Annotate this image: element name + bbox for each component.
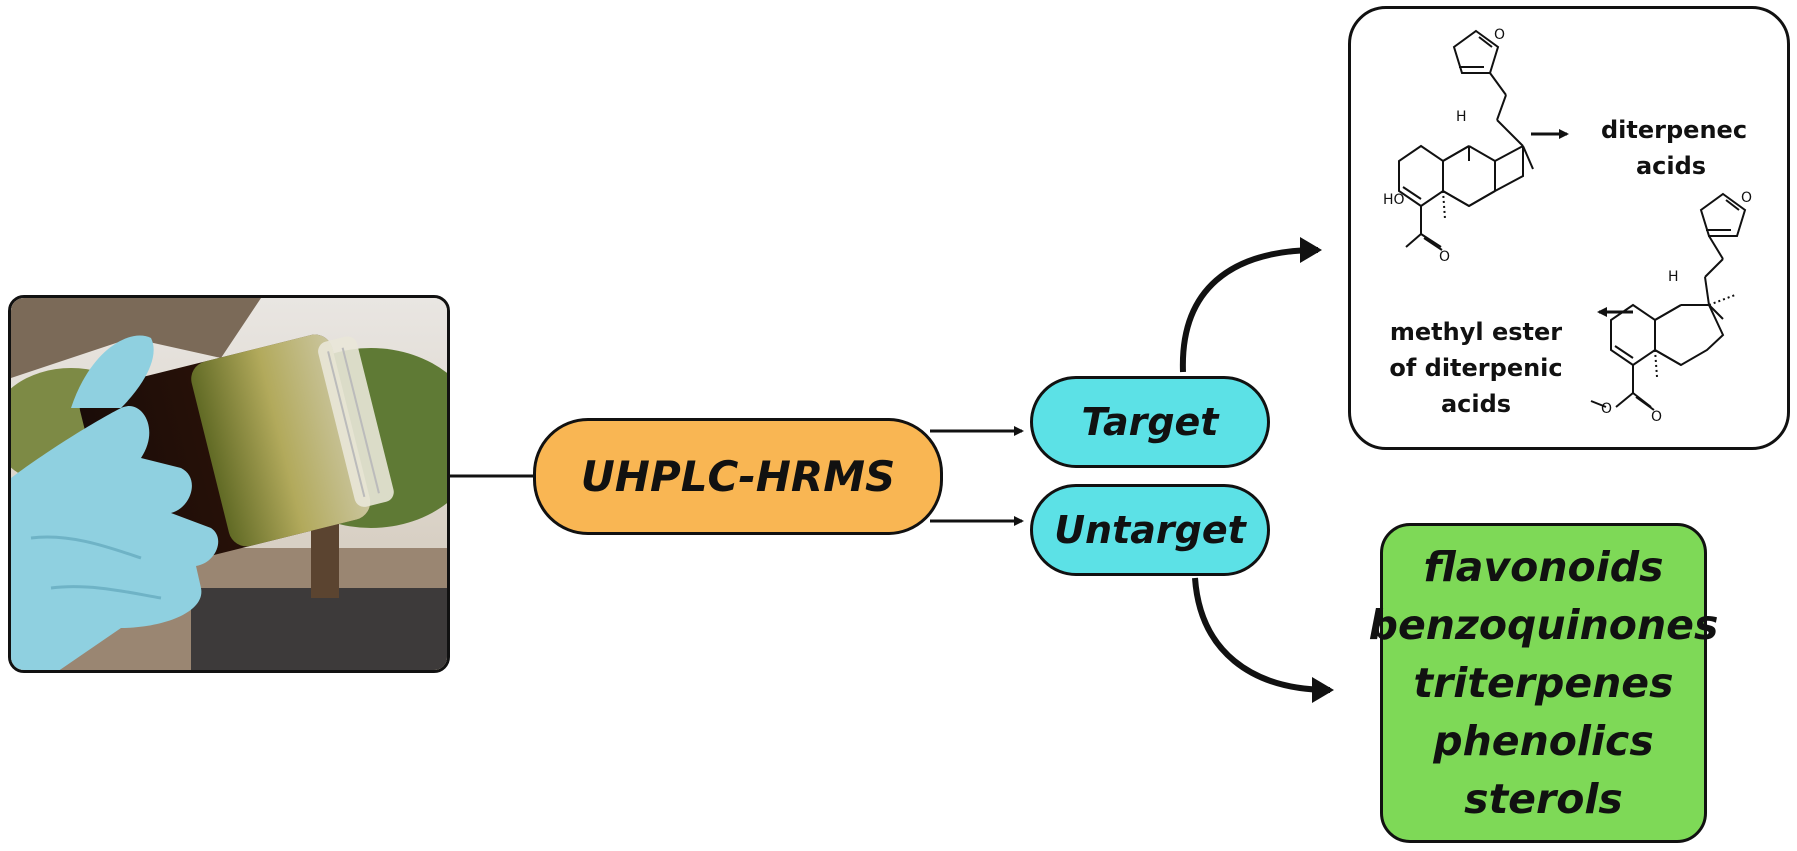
class-sterols: sterols xyxy=(1464,775,1623,823)
hydrogen-atom-top: H xyxy=(1456,109,1467,125)
hydroxyl-label: HO xyxy=(1383,192,1405,208)
methyl-ester-line-3: acids xyxy=(1440,390,1512,418)
carbonyl-oxygen-top: O xyxy=(1439,249,1450,265)
diterpenic-acids-label: diterpenec acids xyxy=(1601,112,1748,184)
diterpenic-acids-line-1: diterpenec xyxy=(1601,116,1748,144)
technique-node: UHPLC-HRMS xyxy=(533,418,943,535)
carbonyl-oxygen-bottom: O xyxy=(1651,409,1662,425)
furan-oxygen-bottom: O xyxy=(1741,190,1752,206)
diterpenic-acid-structure xyxy=(1398,29,1534,251)
ester-oxygen-bottom: O xyxy=(1601,401,1612,417)
class-triterpenes: triterpenes xyxy=(1413,659,1674,707)
untarget-classes-panel: flavonoids benzoquinones triterpenes phe… xyxy=(1369,523,1718,843)
technique-label: UHPLC-HRMS xyxy=(580,452,896,501)
untarget-label: Untarget xyxy=(1054,508,1246,552)
diterpenic-acids-line-2: acids xyxy=(1635,152,1707,180)
methyl-ester-structure xyxy=(1590,192,1747,411)
untarget-node: Untarget xyxy=(1030,484,1270,576)
class-phenolics: phenolics xyxy=(1433,717,1654,765)
target-label: Target xyxy=(1081,400,1219,444)
hydrogen-atom-bottom: H xyxy=(1668,269,1679,285)
target-compounds-panel: H HO O O H O O O diterpenec acids methyl… xyxy=(1348,6,1790,450)
methyl-ester-line-2: of diterpenic xyxy=(1389,354,1563,382)
sample-photo-illustration xyxy=(11,298,447,670)
target-node: Target xyxy=(1030,376,1270,468)
sample-photo xyxy=(8,295,450,673)
class-benzoquinones: benzoquinones xyxy=(1368,601,1719,649)
furan-oxygen-top: O xyxy=(1494,27,1505,43)
class-flavonoids: flavonoids xyxy=(1423,543,1664,591)
methyl-ester-line-1: methyl ester xyxy=(1389,318,1563,346)
methyl-ester-label: methyl ester of diterpenic acids xyxy=(1381,314,1571,422)
target-to-panel-arrow xyxy=(1179,237,1322,373)
chemical-structures: H HO O O H O O O xyxy=(1383,27,1752,425)
untarget-to-classes-arrow xyxy=(1192,577,1334,703)
